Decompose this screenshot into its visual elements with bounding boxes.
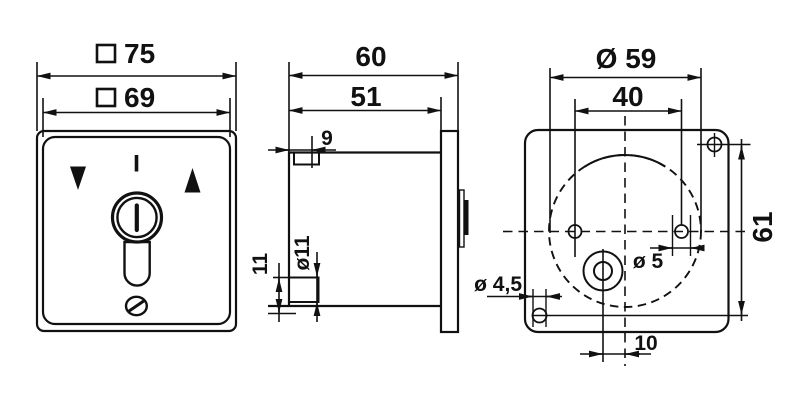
square-symbol (95, 87, 117, 108)
dimension-label: ø 5 (633, 250, 664, 273)
down-arrow-icon (70, 166, 86, 190)
dimension-label: 40 (612, 81, 643, 112)
dimension-inner-width: 69 (42, 82, 231, 116)
mounting-hole-right (674, 224, 689, 239)
mounting-flange (439, 129, 460, 334)
dimension-label: 61 (747, 211, 778, 242)
dimension-label: 51 (350, 81, 381, 112)
dimension-hole-spacing-vertical: 61 (738, 139, 778, 321)
dimension-corner-hole: ø 4,5 (474, 273, 562, 300)
dimension-body-depth: 51 (288, 81, 442, 114)
key-shaft (123, 240, 151, 287)
front-view: 75 69 (35, 38, 238, 333)
dimension-label: 75 (124, 38, 155, 69)
mounting-hole-left (567, 224, 583, 239)
dimension-label: 60 (355, 41, 386, 72)
dimension-body-circle: Ø 59 (549, 43, 702, 81)
dimension-label: 69 (124, 82, 155, 113)
screw-icon (124, 295, 148, 317)
screw-slot (127, 299, 146, 313)
front-bezel-inner (41, 135, 232, 326)
dimension-label: 9 (321, 127, 333, 150)
cylinder-side (289, 276, 320, 303)
dimension-cylinder-offset: 10 (580, 332, 658, 358)
dimension-cylinder-length: 11 (249, 253, 283, 322)
housing-tab (293, 152, 320, 166)
dimension-cylinder-diameter: ø11 (291, 235, 321, 322)
dimension-total-depth: 60 (288, 41, 459, 79)
side-view: 60 51 9 11 (249, 41, 469, 334)
rear-view: Ø 59 40 ø 5 (474, 43, 778, 366)
dimension-label: ø 4,5 (474, 273, 522, 296)
dimension-small-hole: ø 5 (633, 244, 705, 273)
dimension-label: 11 (249, 253, 272, 276)
terminal-block (464, 200, 469, 235)
front-bezel-outer (35, 129, 238, 333)
dimension-tab-width: 9 (268, 127, 336, 168)
terminal-plate (458, 189, 465, 248)
dimension-label: ø11 (291, 235, 314, 270)
dimension-outer-width: 75 (36, 38, 237, 80)
up-arrow-icon (184, 168, 201, 193)
dimension-hole-spacing-horizontal: 40 (574, 81, 682, 115)
housing-outline (287, 151, 441, 306)
square-symbol (95, 43, 117, 64)
lock-cylinder-ring (116, 196, 158, 239)
dimension-label: 10 (634, 332, 657, 355)
dimension-label: Ø 59 (596, 43, 657, 74)
